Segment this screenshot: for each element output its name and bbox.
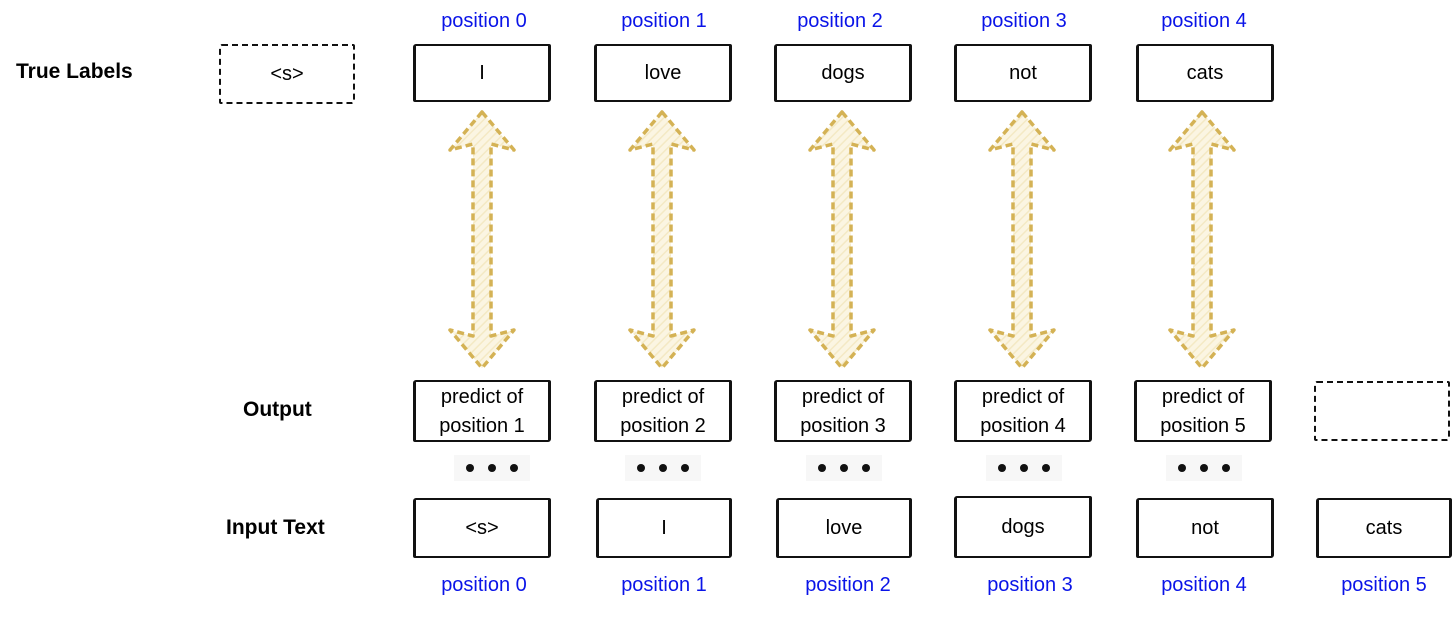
input-token-text: cats bbox=[1365, 516, 1403, 539]
output-line-1: predict of bbox=[621, 386, 705, 408]
top-position-label: position 4 bbox=[1161, 10, 1247, 32]
output-line-1: predict of bbox=[981, 386, 1065, 408]
ellipsis-icon bbox=[454, 455, 530, 481]
output-line-1: predict of bbox=[801, 386, 885, 408]
bottom-position-label: position 5 bbox=[1341, 574, 1427, 596]
top-position-label: position 0 bbox=[441, 10, 527, 32]
output-prediction-box: predict of position 3 bbox=[774, 380, 912, 442]
output-line-2: position 1 bbox=[439, 415, 525, 437]
input-token-box: love bbox=[776, 498, 912, 558]
input-token-box: I bbox=[596, 498, 732, 558]
output-prediction-box: predict of position 5 bbox=[1134, 380, 1272, 442]
input-token-box: dogs bbox=[954, 496, 1092, 558]
bottom-position-label: position 0 bbox=[441, 574, 527, 596]
empty-output-box bbox=[1314, 381, 1450, 441]
top-position-label: position 2 bbox=[797, 10, 883, 32]
output-row-label: Output bbox=[243, 398, 312, 421]
output-line-1: predict of bbox=[1161, 386, 1245, 408]
bottom-position-label: position 4 bbox=[1161, 574, 1247, 596]
true-label-text: not bbox=[1009, 61, 1037, 84]
input-token-box: cats bbox=[1316, 498, 1452, 558]
output-prediction-box: predict of position 2 bbox=[594, 380, 732, 442]
ellipsis-icon bbox=[806, 455, 882, 481]
ellipsis-icon bbox=[625, 455, 701, 481]
double-arrow-icon bbox=[628, 110, 696, 370]
double-arrow-icon bbox=[448, 110, 516, 370]
bottom-position-label: position 3 bbox=[987, 574, 1073, 596]
output-line-2: position 4 bbox=[980, 415, 1066, 437]
top-position-label: position 3 bbox=[981, 10, 1067, 32]
output-line-1: predict of bbox=[440, 386, 524, 408]
double-arrow-icon bbox=[1168, 110, 1236, 370]
true-label-text: dogs bbox=[821, 61, 865, 84]
ellipsis-icon bbox=[986, 455, 1062, 481]
input-token-box: not bbox=[1136, 498, 1274, 558]
input-token-text: love bbox=[825, 516, 863, 539]
input-token-box: <s> bbox=[413, 498, 551, 558]
start-token-label-text: <s> bbox=[270, 62, 304, 85]
output-line-2: position 2 bbox=[620, 415, 706, 437]
bottom-position-label: position 2 bbox=[805, 574, 891, 596]
true-label-box: I bbox=[413, 44, 551, 102]
output-line-2: position 3 bbox=[800, 415, 886, 437]
true-label-text: cats bbox=[1186, 61, 1224, 84]
output-prediction-box: predict of position 1 bbox=[413, 380, 551, 442]
true-label-box: cats bbox=[1136, 44, 1274, 102]
input-token-text: I bbox=[661, 516, 667, 539]
top-position-label: position 1 bbox=[621, 10, 707, 32]
true-label-box: not bbox=[954, 44, 1092, 102]
input-token-text: not bbox=[1191, 516, 1219, 539]
true-labels-row-label: True Labels bbox=[16, 60, 133, 83]
true-label-text: I bbox=[479, 61, 485, 84]
true-label-text: love bbox=[644, 61, 682, 84]
input-token-text: <s> bbox=[465, 516, 499, 539]
bottom-position-label: position 1 bbox=[621, 574, 707, 596]
double-arrow-icon bbox=[988, 110, 1056, 370]
output-line-2: position 5 bbox=[1160, 415, 1246, 437]
true-label-box: love bbox=[594, 44, 732, 102]
input-text-row-label: Input Text bbox=[226, 516, 325, 539]
true-label-box: dogs bbox=[774, 44, 912, 102]
start-token-label-box: <s> bbox=[219, 44, 355, 104]
output-prediction-box: predict of position 4 bbox=[954, 380, 1092, 442]
double-arrow-icon bbox=[808, 110, 876, 370]
ellipsis-icon bbox=[1166, 455, 1242, 481]
input-token-text: dogs bbox=[1001, 515, 1045, 538]
